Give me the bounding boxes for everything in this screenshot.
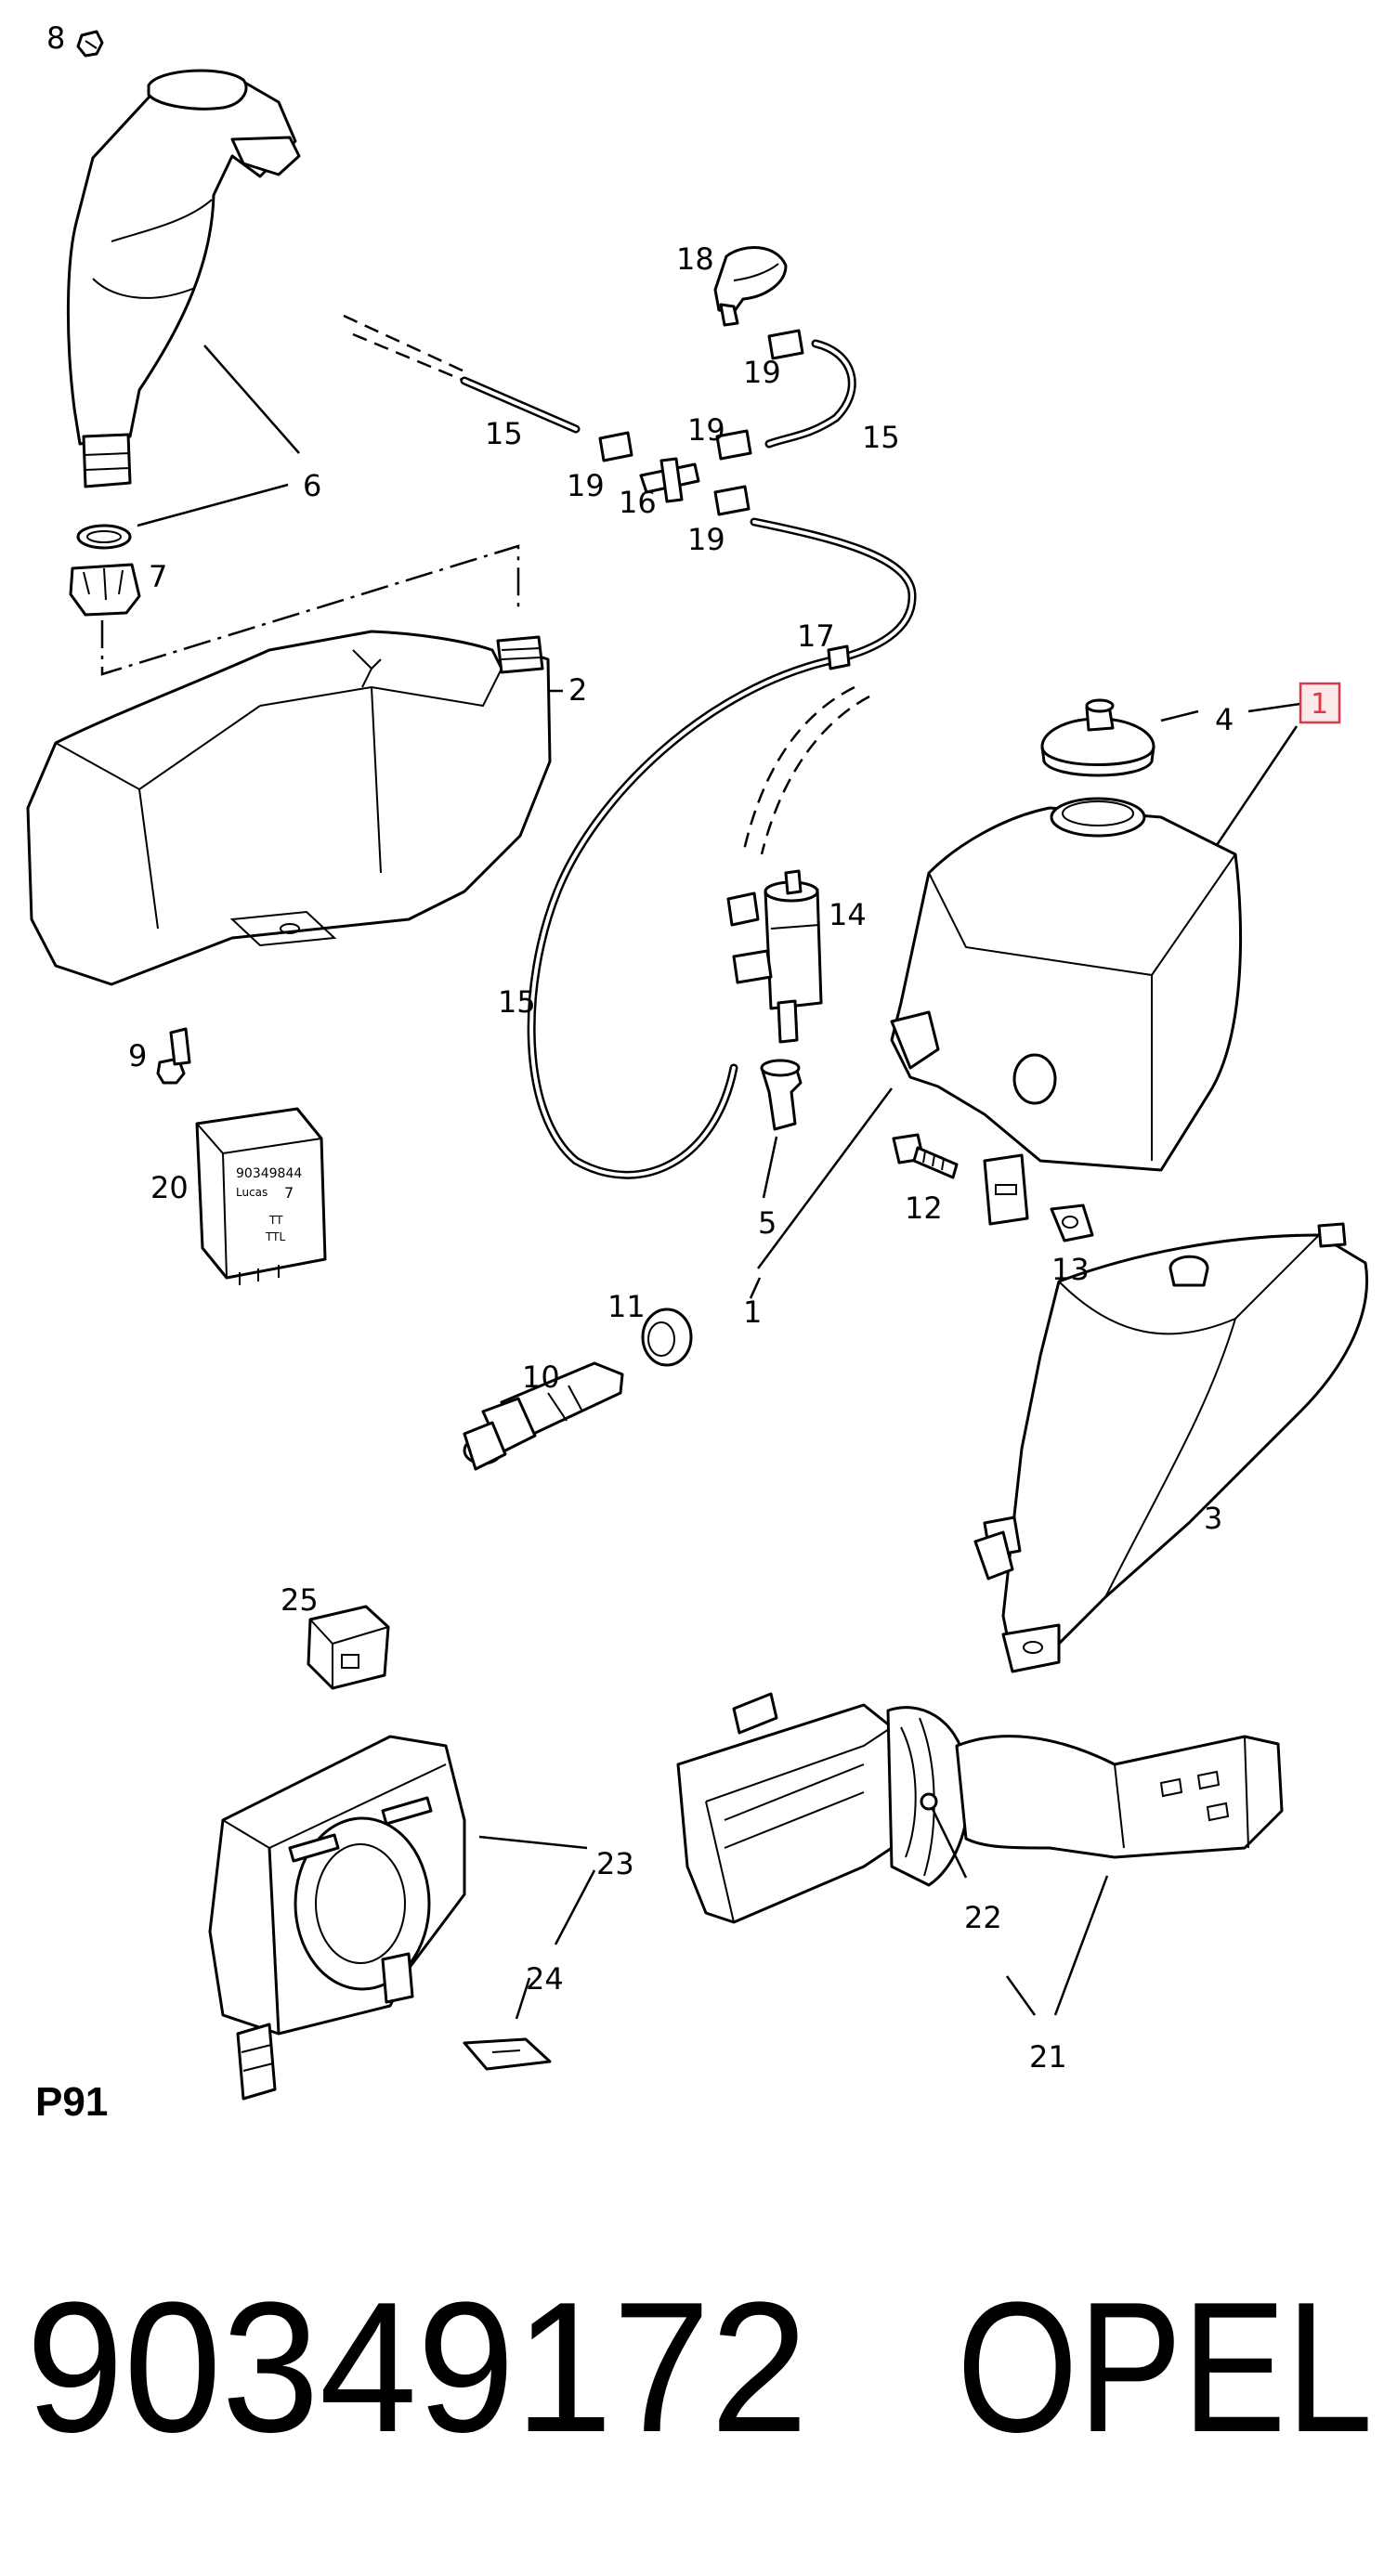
- relay-label-5: 7: [284, 1184, 294, 1202]
- reservoir-part-3: [973, 1222, 1368, 1673]
- callout-4: 4: [1215, 702, 1234, 737]
- callout-19b: 19: [567, 468, 605, 503]
- relay-label-1: 90349844: [236, 1166, 302, 1181]
- callout-23: 23: [596, 1846, 634, 1881]
- relay-label-4: TTL: [265, 1230, 285, 1243]
- callout-7: 7: [149, 559, 167, 594]
- callout-22: 22: [964, 1900, 1002, 1935]
- t-connector-part-16: [639, 457, 700, 503]
- callout-15c: 15: [498, 984, 536, 1020]
- tag-part-24: [463, 2037, 552, 2071]
- leader-21a: [1005, 1975, 1037, 2016]
- leader-6: [203, 345, 300, 454]
- callout-24: 24: [526, 1961, 564, 1997]
- leader-4: [1160, 709, 1199, 722]
- assembly-line-7: [100, 544, 520, 676]
- callout-19d: 19: [687, 522, 725, 557]
- relay-label-2: Lucas: [236, 1186, 268, 1199]
- grommet-part-11: [641, 1308, 693, 1367]
- pump-part-14: [726, 869, 823, 1044]
- connector-part-19b: [598, 431, 633, 462]
- brand-name: OPEL: [957, 2264, 1373, 2471]
- filler-neck-part-6: [66, 69, 301, 488]
- callout-17: 17: [797, 618, 835, 654]
- callout-8: 8: [46, 20, 65, 56]
- callout-21: 21: [1029, 2039, 1067, 2075]
- sheet-code: P91: [35, 2079, 108, 2125]
- callout-11: 11: [607, 1289, 646, 1324]
- cover-part-25: [307, 1605, 390, 1690]
- callout-5: 5: [758, 1205, 777, 1241]
- callout-15b: 15: [862, 420, 900, 455]
- callout-10: 10: [522, 1360, 560, 1395]
- leader-1b: [756, 1087, 894, 1269]
- hose-part-15b: [764, 339, 856, 449]
- screw-part-8: [76, 30, 104, 58]
- callout-1: 1: [743, 1295, 762, 1330]
- cap-part-4: [1040, 698, 1155, 777]
- washer-reservoir-part-1: [890, 797, 1243, 1226]
- callout-19c: 19: [687, 412, 725, 448]
- leader-1box-b: [1215, 725, 1299, 846]
- clip-part-13: [1050, 1203, 1094, 1242]
- callout-2: 2: [568, 672, 587, 708]
- screw-part-9: [156, 1027, 191, 1085]
- callout-9: 9: [128, 1038, 147, 1073]
- relay-part-20: 90349844 Lucas TT TTL 7: [195, 1107, 327, 1285]
- bolt-part-12: [892, 1133, 959, 1179]
- callout-16: 16: [619, 485, 657, 520]
- hose-part-15c: [527, 517, 917, 1179]
- callout-13: 13: [1051, 1252, 1090, 1287]
- callout-12: 12: [905, 1190, 943, 1226]
- connector-part-19a: [767, 329, 804, 360]
- relay-label-3: TT: [268, 1214, 283, 1227]
- leader-24a: [554, 1869, 596, 1945]
- switch-part-22: [676, 1692, 1284, 1924]
- oring-part-6: [76, 524, 132, 550]
- dashed-hose-pump: [741, 685, 855, 855]
- callout-20: 20: [150, 1170, 189, 1205]
- nozzle-part-18: [713, 246, 788, 327]
- leader-1box: [1247, 702, 1301, 713]
- leader-24b: [515, 1977, 531, 2020]
- callout-1-highlighted: 1: [1311, 688, 1328, 721]
- dashed-hose-top: [343, 314, 465, 373]
- callout-18: 18: [676, 241, 714, 277]
- leader-22: [931, 1808, 968, 1879]
- callout-25: 25: [281, 1582, 319, 1618]
- callout-15a: 15: [485, 416, 523, 451]
- highlighted-callout-box: 1: [1299, 682, 1341, 724]
- callout-19a: 19: [743, 355, 781, 390]
- callout-6: 6: [303, 468, 321, 503]
- leader-6b: [137, 483, 289, 527]
- leader-21b: [1053, 1875, 1109, 2016]
- leader-5: [762, 1136, 778, 1199]
- reservoir-tank-part-2: [26, 630, 552, 986]
- connector-part-7: [69, 563, 141, 617]
- clip-part-17: [827, 644, 851, 670]
- leader-23: [478, 1835, 588, 1850]
- leader-1: [749, 1277, 762, 1299]
- housing-part-23: [208, 1735, 466, 2101]
- connector-part-19c: [715, 429, 752, 461]
- part-number: 90349172: [26, 2264, 808, 2471]
- callout-3: 3: [1204, 1501, 1222, 1536]
- callout-14: 14: [829, 897, 867, 932]
- connector-part-19d: [713, 485, 751, 516]
- pump-part-10: [463, 1361, 624, 1471]
- grommet-part-5: [760, 1059, 803, 1131]
